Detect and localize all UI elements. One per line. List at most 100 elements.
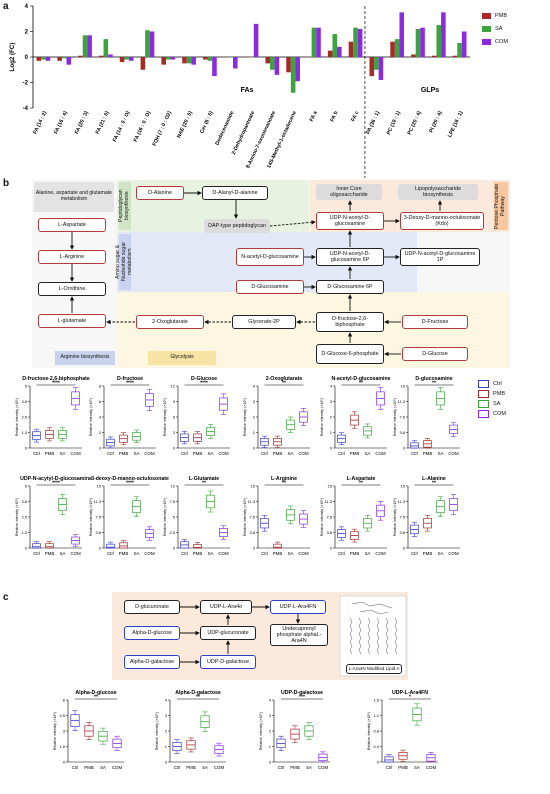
boxplot-y-label: Relative intensity (×10⁵) [320, 498, 324, 536]
boxplot-x-tick-label: COM [218, 451, 229, 456]
boxplot-y-tick-label: 0.8 [373, 729, 379, 734]
boxplot-x-tick-label: COM [375, 451, 386, 456]
node-l-glutamate: L-glutamate [38, 314, 106, 328]
bar-COM [87, 35, 92, 57]
node-alpha-d-galactose: Alpha-D-galactose [124, 655, 180, 669]
box-PMB [45, 543, 54, 549]
boxplot-y-label: Relative intensity (×10⁵) [243, 398, 247, 436]
boxplot-x-tick-label: SA [60, 551, 66, 556]
boxplot-y-tick-label: 15 [97, 484, 102, 489]
bar-COM [399, 12, 405, 57]
boxplot-y-tick-label: 9 [173, 399, 176, 404]
boxplot-y-tick-label: 0 [99, 446, 102, 451]
boxplot-x-tick-label: PMB [119, 451, 129, 456]
bar-PMB [265, 57, 271, 64]
bar-SA [145, 30, 150, 57]
boxplot-x-tick-label: Ctrl [181, 551, 188, 556]
bar-SA [228, 57, 233, 58]
boxplot-x-tick-label: SA [288, 451, 294, 456]
boxplot-y-tick-label: 7.5 [399, 415, 405, 420]
sig-stars: ** [432, 481, 436, 487]
boxplot-x-tick-label: COM [112, 765, 123, 770]
bar-PMB [98, 55, 104, 57]
box-PMB [273, 543, 282, 549]
boxplot-y-tick-label: 3 [173, 430, 176, 435]
boxplot-title: D-glucosamine [415, 376, 452, 382]
boxplot-y-label: Relative intensity (×10⁵) [155, 712, 159, 750]
boxplot-x-tick-label: SA [100, 765, 106, 770]
boxplot-title: L-Aspartate [347, 476, 376, 482]
boxplot-x-tick-label: SA [60, 451, 66, 456]
boxplot-y-tick-label: 15 [401, 484, 406, 489]
boxplot-x-tick-label: Ctrl [338, 551, 345, 556]
bar-PMB [307, 57, 312, 58]
node-d-glucose: D-Glucose [402, 347, 468, 361]
boxplot-y-tick-label: 15 [401, 384, 406, 389]
boxplot-y-tick-label: 0 [330, 546, 333, 551]
node-inner-core: Inner Core oligosaccharide [316, 184, 382, 200]
bar-COM [253, 23, 259, 58]
boxplot-x-tick-label: COM [214, 765, 225, 770]
box-Ctrl [106, 543, 115, 549]
boxplot-y-tick-label: 0 [253, 546, 256, 551]
node-l-ornithine: L-Ornithine [38, 282, 106, 296]
boxplot-y-label: Relative intensity (×10⁵) [15, 498, 19, 536]
bar-PMB [182, 57, 187, 64]
boxplot-y-tick-label: 5 [173, 515, 176, 520]
bar-COM [66, 57, 72, 65]
bar-SA [436, 25, 442, 57]
y-tick-label: -4 [23, 106, 29, 112]
sig-stars: ** [202, 481, 206, 487]
region-title-arg: Arginine biosynthesis [55, 351, 115, 365]
legend-ctrl: Ctrl [478, 380, 502, 388]
boxplot-x-tick-label: SA [306, 765, 312, 770]
boxplot-y-tick-label: 7.5 [169, 499, 175, 504]
boxplot-x-tick-label: COM [318, 765, 329, 770]
boxplot-x-tick-label: COM [298, 451, 309, 456]
node-alpha-d-glucose: Alpha-D-glucose [124, 626, 180, 640]
boxplot-y-tick-label: 4 [99, 415, 102, 420]
boxplot-y-tick-label: 0 [253, 446, 256, 451]
boxplot-title: L-Glutamate [189, 476, 219, 482]
bar-COM [170, 57, 176, 60]
panel-label-c: c [3, 592, 9, 603]
bar-PMB [140, 57, 146, 70]
bar-COM [45, 57, 51, 61]
boxplot-title: L-Alanine [422, 476, 446, 482]
boxplot-y-tick-label: 4 [165, 698, 168, 703]
sig-stars: * [409, 695, 411, 701]
node-udp-d-galactose: UDP-D-galactose [200, 655, 256, 669]
boxplot-x-tick-label: PMB [45, 451, 55, 456]
boxplot-title: UDP-L-Ara4FN [392, 690, 428, 696]
boxplot-x-tick-label: SA [208, 551, 214, 556]
boxplot-x-tick-label: COM [144, 451, 155, 456]
boxplot-y-tick-label: 1 [165, 744, 168, 749]
boxplot-y-tick-label: 3 [330, 399, 333, 404]
boxplot-y-label: Relative intensity (×10⁵) [243, 498, 247, 536]
boxplot-x-tick-label: PMB [350, 551, 360, 556]
bar-COM [441, 12, 446, 57]
boxplot-title: 2-Oxoglutarate [266, 376, 303, 382]
boxplot-x-tick-label: PMB [423, 451, 433, 456]
panel-label-a: a [3, 1, 9, 12]
boxplot-x-tick-label: Ctrl [278, 765, 285, 770]
boxplot-x-tick-label: Ctrl [181, 451, 188, 456]
boxplot-x-tick-label: PMB [398, 765, 408, 770]
boxplot-y-tick-label: 7.5 [249, 515, 255, 520]
boxplot-x-tick-label: SA [202, 765, 208, 770]
boxplot-y-tick-label: 0 [25, 546, 28, 551]
boxplot-x-tick-label: PMB [290, 765, 300, 770]
bar-SA [394, 39, 400, 57]
boxplot-y-tick-label: 0 [403, 546, 406, 551]
node-2-oxoglutarate: 2-Oxoglutarate [136, 315, 204, 329]
boxplot-y-tick-label: 15 [328, 484, 333, 489]
box-Ctrl [410, 442, 419, 449]
boxplot-y-tick-label: 11.3 [398, 399, 406, 404]
bar-PMB [78, 55, 83, 57]
y-tick-label: 2 [25, 30, 29, 36]
node-d-fructose-biphosphate: D-fructose-2,6-biphosphate [316, 312, 384, 332]
bar-SA [332, 34, 338, 57]
